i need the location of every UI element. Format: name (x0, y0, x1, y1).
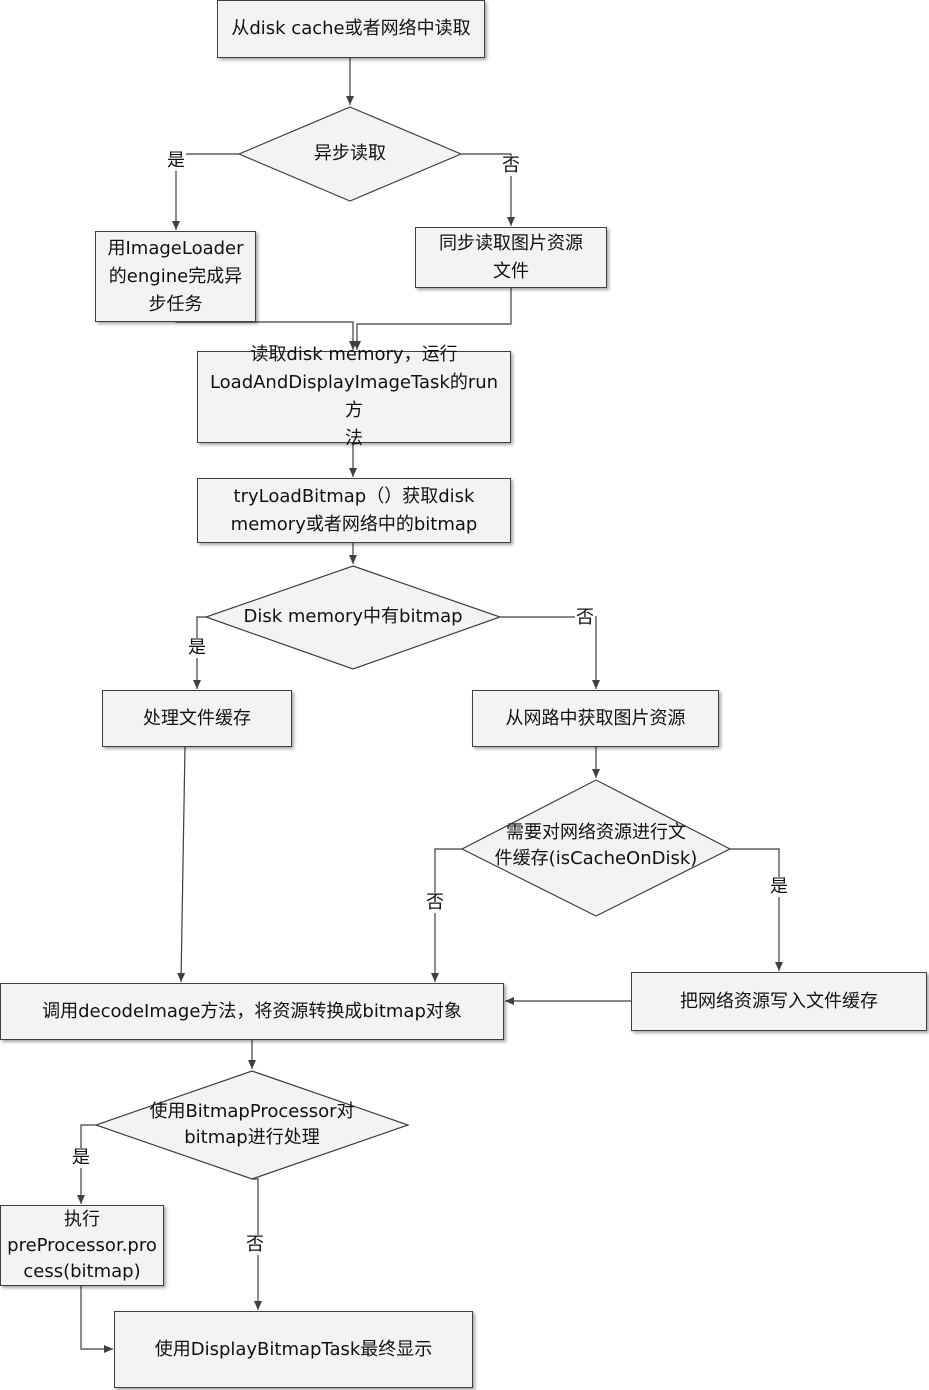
node-bitmap-processor-text: 使用BitmapProcessor对 bitmap进行处理 (149, 1101, 355, 1148)
edge-label-async-yes: 是 (166, 150, 186, 171)
edge-label-processor-no: 否 (245, 1234, 265, 1255)
node-try-load-bitmap: tryLoadBitmap（）获取disk memory或者网络中的bitmap (197, 478, 511, 543)
edge-disk-yes (193, 616, 206, 689)
node-sync-read: 同步读取图片资源 文件 (415, 227, 607, 288)
edge-async-no (461, 153, 515, 226)
edge-disk-no (500, 616, 600, 689)
node-engine-async: 用ImageLoader 的engine完成异 步任务 (95, 231, 256, 322)
node-process-file-cache: 处理文件缓存 (102, 690, 292, 747)
edge-label-cache-no: 否 (425, 892, 445, 913)
edge-processor-yes (77, 1124, 96, 1204)
edge-label-disk-yes: 是 (187, 637, 207, 658)
diamond-need-cache (460, 779, 732, 917)
node-read-disk-memory: 读取disk memory，运行 LoadAndDisplayImageTask… (197, 344, 511, 449)
edge-process-cache-to-decode (177, 745, 186, 983)
diamond-disk-has-bitmap (204, 565, 502, 670)
edge-sync-to-read-disk (353, 287, 512, 350)
node-final-display: 使用DisplayBitmapTask最终显示 (114, 1311, 473, 1388)
node-read-source: 从disk cache或者网络中读取 (217, 0, 485, 58)
edge-processor-no (252, 1178, 262, 1310)
diamond-async-read (237, 106, 463, 202)
node-fetch-from-network: 从网路中获取图片资源 (472, 690, 719, 747)
node-disk-has-bitmap-text: Disk memory中有bitmap (243, 606, 463, 627)
edge-label-processor-yes: 是 (71, 1147, 91, 1168)
edge-cache-no (431, 848, 462, 982)
node-run-pre-processor: 执行 preProcessor.pro cess(bitmap) (0, 1205, 164, 1286)
node-need-cache-text: 需要对网络资源进行文 件缓存(isCacheOnDisk) (494, 822, 698, 869)
node-decode-image: 调用decodeImage方法，将资源转换成bitmap对象 (0, 983, 504, 1040)
edge-cache-yes (730, 848, 783, 971)
edge-label-cache-yes: 是 (769, 876, 789, 897)
node-write-file-cache: 把网络资源写入文件缓存 (631, 972, 927, 1031)
edge-label-async-no: 否 (501, 155, 521, 176)
edge-label-disk-no: 否 (575, 607, 595, 628)
edge-preprocessor-to-display (80, 1285, 113, 1353)
node-async-read-text: 异步读取 (314, 143, 386, 164)
